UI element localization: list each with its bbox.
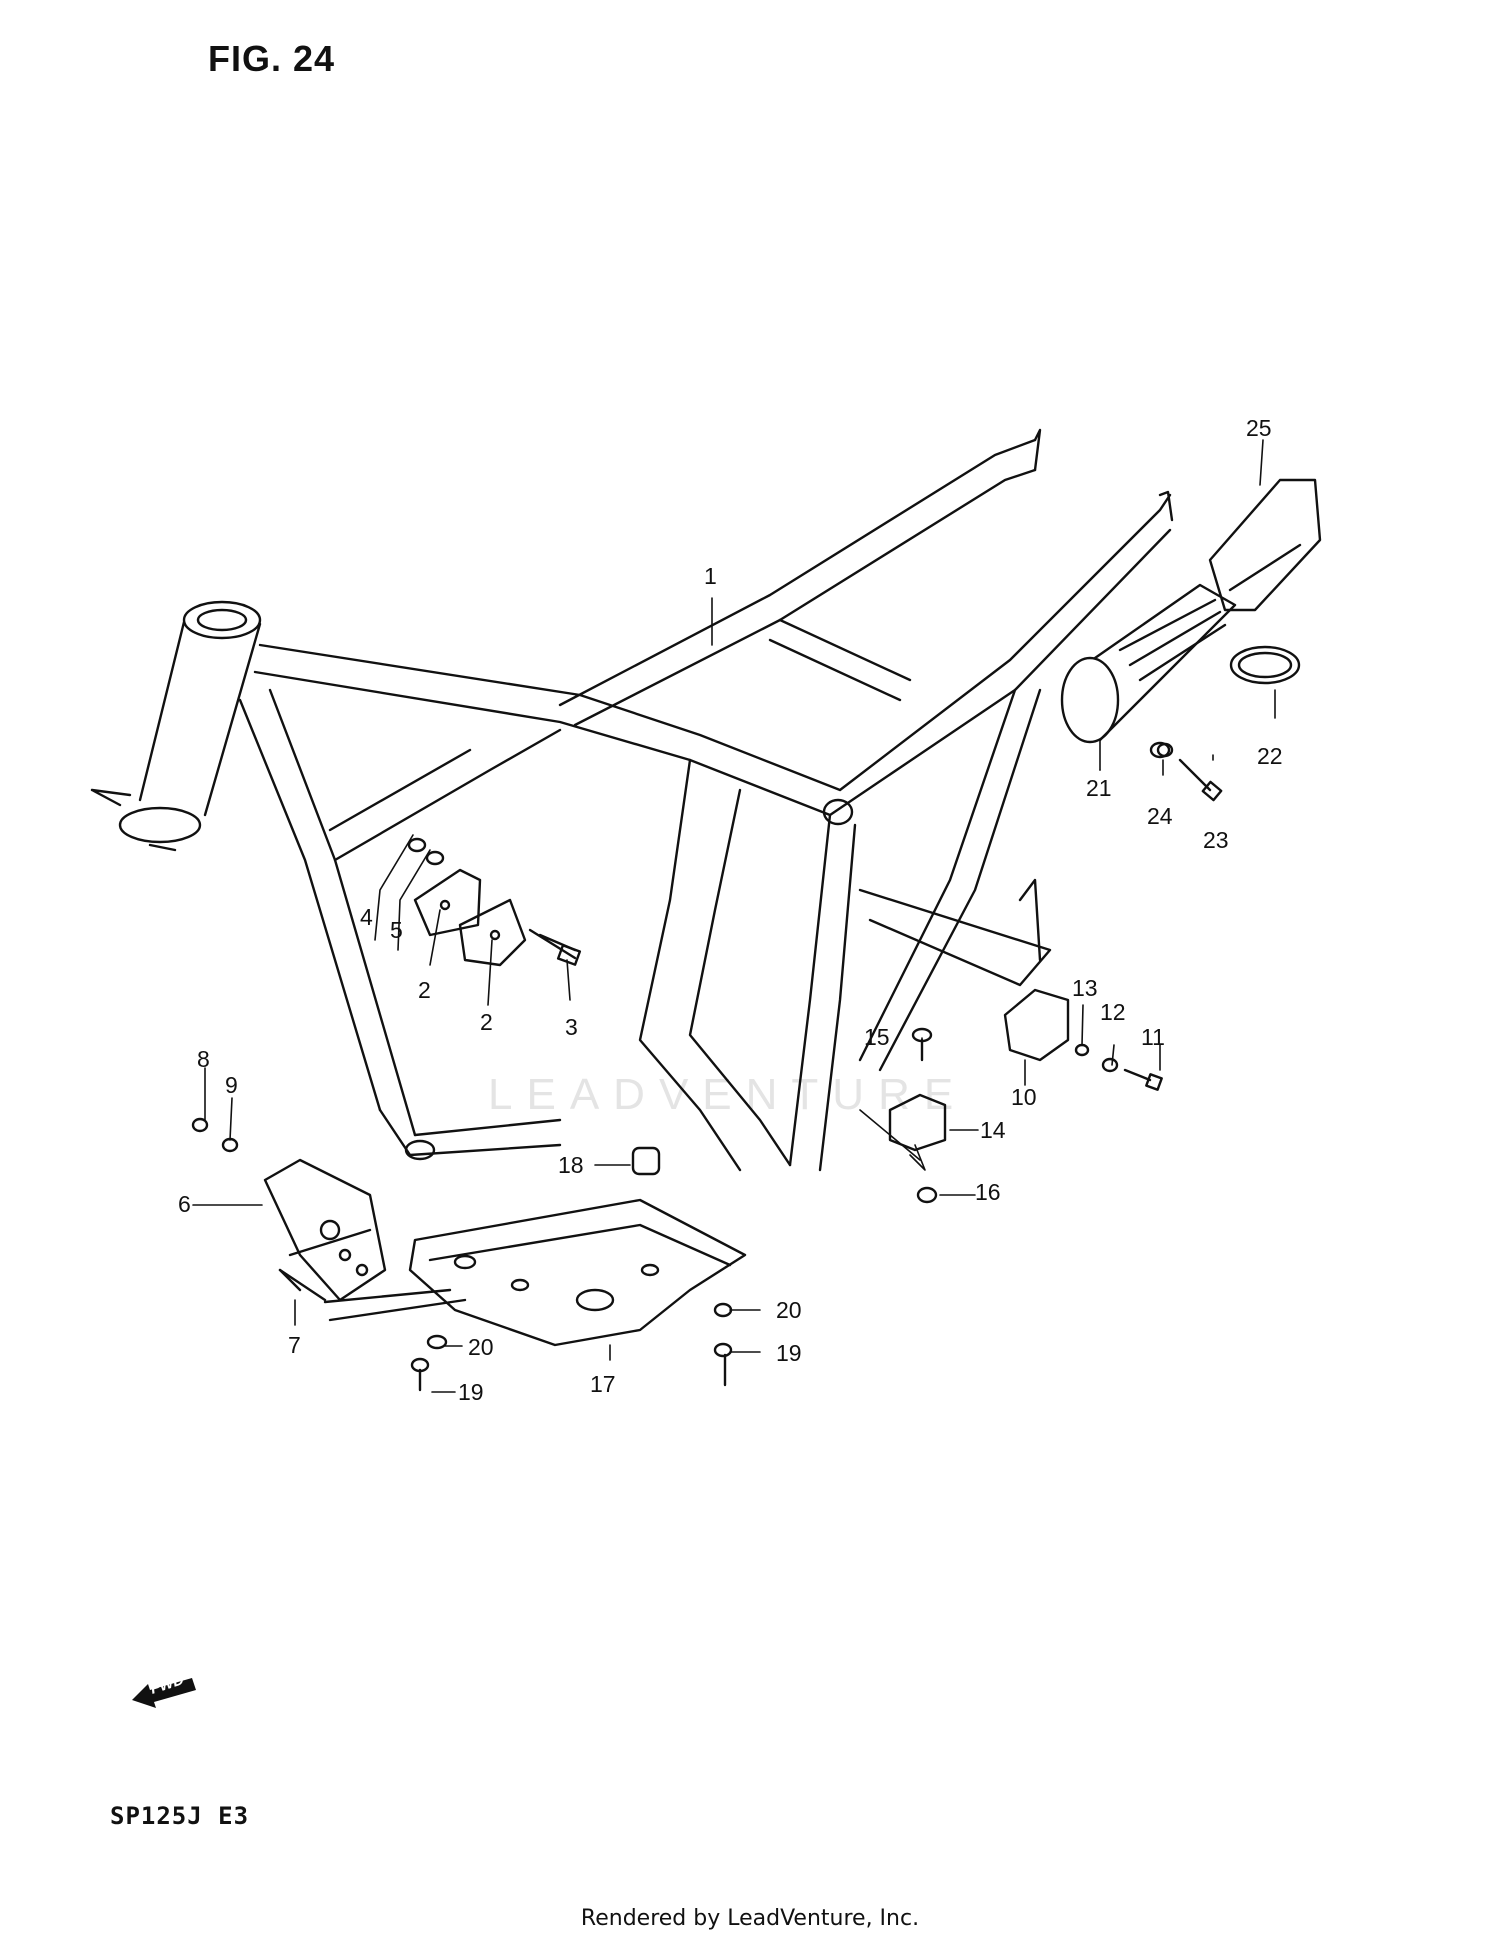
callout-8: 8 [197, 1046, 210, 1072]
callout-25: 25 [1246, 415, 1272, 441]
rubber-band [1229, 645, 1301, 685]
callout-13: 13 [1072, 975, 1098, 1001]
callout-15: 15 [864, 1024, 890, 1050]
figure-title: FIG. 24 [208, 38, 336, 79]
forward-arrow-icon [132, 1678, 196, 1708]
callout-2: 2 [418, 977, 431, 1003]
callout-12: 12 [1100, 999, 1126, 1025]
main-frame-rails [238, 428, 1174, 1172]
callout-1: 1 [704, 563, 717, 589]
lower-bracket-plate [263, 1158, 467, 1322]
callout-5: 5 [390, 917, 403, 943]
callout-18: 18 [558, 1152, 584, 1178]
callout-11: 11 [1141, 1024, 1165, 1050]
callout-20: 20 [776, 1297, 802, 1323]
fasteners [191, 741, 1223, 1392]
callout-16: 16 [975, 1179, 1001, 1205]
callout-23: 23 [1203, 827, 1229, 853]
leader-lines [192, 439, 1276, 1393]
callout-4: 4 [360, 904, 373, 930]
callout-10: 10 [1011, 1084, 1037, 1110]
steering-head [90, 600, 262, 852]
model-code: SP125J E3 [110, 1802, 250, 1830]
skid-plate [408, 1198, 747, 1347]
watermark: LEADVENTURE [488, 1070, 968, 1119]
callout-3: 3 [565, 1014, 578, 1040]
battery-case [1060, 583, 1237, 744]
callout-21: 21 [1086, 775, 1112, 801]
callout-22: 22 [1257, 743, 1283, 769]
engine-mount-plates [413, 868, 582, 967]
callout-24: 24 [1147, 803, 1173, 829]
callout-19: 19 [458, 1379, 484, 1405]
callout-19: 19 [776, 1340, 802, 1366]
footer-credit: Rendered by LeadVenture, Inc. [580, 1906, 920, 1931]
callout-6: 6 [178, 1191, 191, 1217]
callout-14: 14 [980, 1117, 1006, 1143]
callout-9: 9 [225, 1072, 238, 1098]
callout-2: 2 [480, 1009, 493, 1035]
callout-20: 20 [468, 1334, 494, 1360]
side-cover [1208, 478, 1322, 612]
callout-17: 17 [590, 1371, 616, 1397]
cushions [631, 988, 1070, 1176]
callout-7: 7 [288, 1332, 301, 1358]
